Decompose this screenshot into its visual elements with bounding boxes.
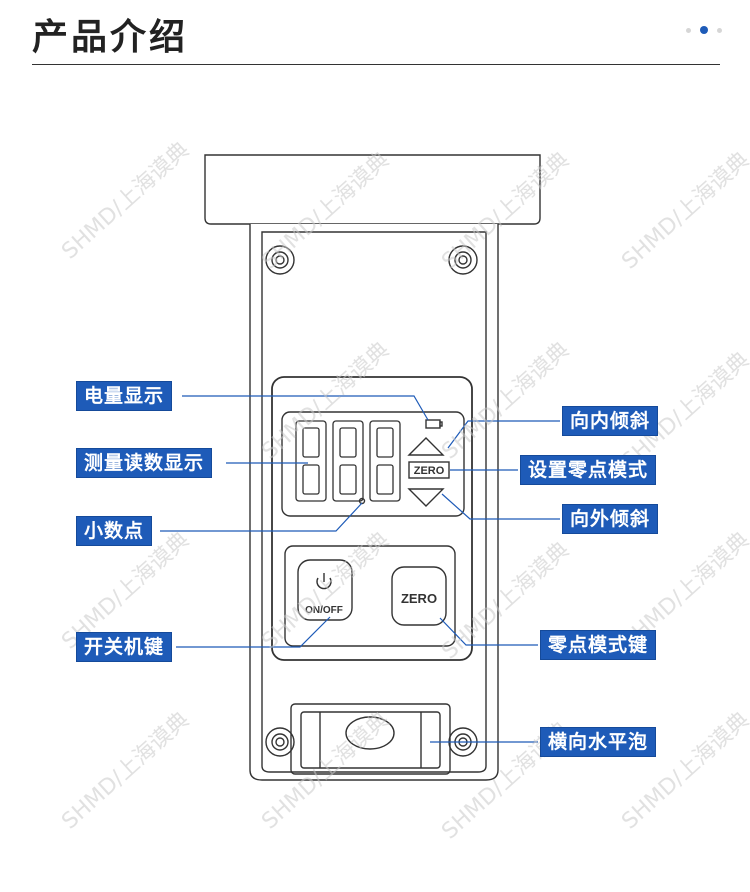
zero-indicator-box: [408, 461, 450, 479]
power-icon: [316, 577, 332, 590]
lcd-panel: [281, 411, 465, 517]
bubble-level-housing: [290, 703, 451, 775]
arrow-down-icon: [407, 488, 445, 507]
leader-lines: [160, 395, 560, 743]
watermark-text: SHMD/上海谟典: [57, 138, 194, 265]
zero-button-shape: [391, 566, 447, 626]
callout-decimal: 小数点: [76, 516, 153, 546]
bubble-vial: [345, 716, 395, 750]
screw-bottom-left: [265, 727, 295, 757]
arrow-up-icon: [407, 437, 445, 456]
digit-1: [295, 420, 327, 502]
power-button-shape: [297, 559, 353, 621]
digit-3: [369, 420, 401, 502]
device-body: [249, 224, 499, 781]
button-panel: [284, 545, 456, 647]
callout-set-zero: 设置零点模式: [520, 455, 657, 485]
pager-dot-active[interactable]: [700, 26, 708, 34]
callout-tilt-out: 向外倾斜: [562, 504, 659, 534]
zero-button-label: ZERO: [401, 591, 437, 606]
callout-tilt-in: 向内倾斜: [562, 406, 659, 436]
screw-top-right: [448, 245, 478, 275]
zero-indicator-label: ZERO: [414, 465, 445, 477]
digit-2: [332, 420, 364, 502]
callout-reading: 测量读数显示: [76, 448, 213, 478]
device-inner-frame: [261, 231, 487, 773]
on-off-label: ON/OFF: [305, 605, 343, 616]
pager-dot[interactable]: [686, 27, 691, 33]
callout-zero-key: 零点模式键: [540, 630, 657, 660]
callout-horizontal-bubble: 横向水平泡: [540, 727, 657, 757]
pager-dot[interactable]: [717, 27, 722, 33]
lcd-digits: [295, 420, 401, 502]
watermark-text: SHMD/上海谟典: [57, 708, 194, 835]
pager-dots: [686, 26, 722, 34]
callout-battery: 电量显示: [76, 381, 173, 411]
header-divider: [32, 64, 720, 65]
screw-top-left: [265, 245, 295, 275]
top-cap: [204, 154, 541, 225]
page-title: 产品介绍: [32, 17, 189, 58]
callout-power-key: 开关机键: [76, 632, 173, 662]
watermark-text: SHMD/上海谟典: [617, 148, 750, 275]
